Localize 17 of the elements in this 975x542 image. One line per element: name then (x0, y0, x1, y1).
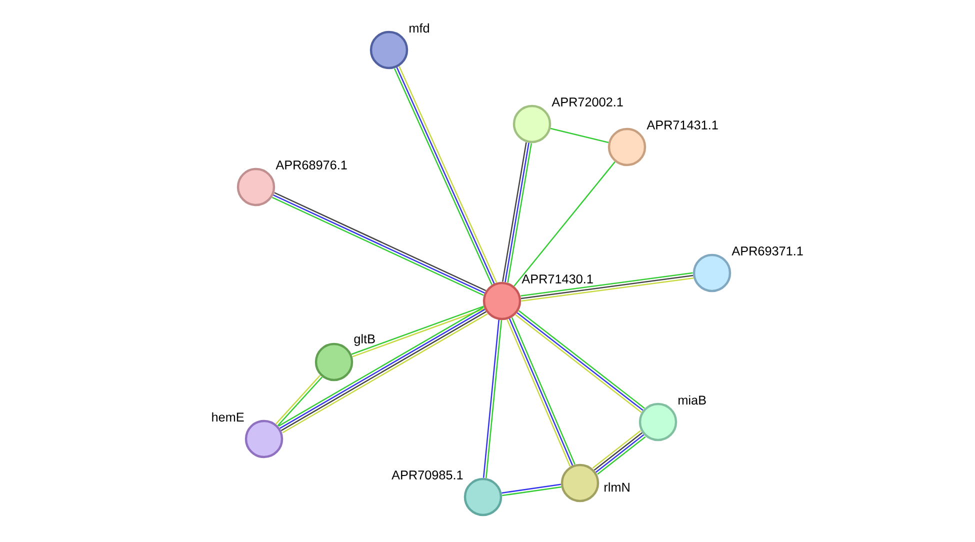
interaction-line (486, 320, 502, 478)
interaction-line (514, 161, 616, 287)
node-label: rlmN (604, 482, 630, 492)
interaction-line (502, 484, 561, 494)
interaction-line (502, 486, 562, 496)
node-label: APR68976.1 (276, 160, 347, 170)
node-label: hemE (212, 412, 244, 422)
interaction-line (482, 320, 500, 478)
node-label: APR71431.1 (646, 120, 718, 130)
node-label: APR70985.1 (392, 470, 463, 480)
node-label: APR72002.1 (552, 98, 623, 106)
node-label: APR71430.1 (522, 274, 593, 284)
interaction-line (550, 128, 609, 144)
node-label: mfd (410, 23, 429, 33)
node-label: APR69371.1 (732, 246, 803, 256)
node-label: miaB (678, 395, 706, 405)
node-label: gltB (354, 334, 375, 346)
